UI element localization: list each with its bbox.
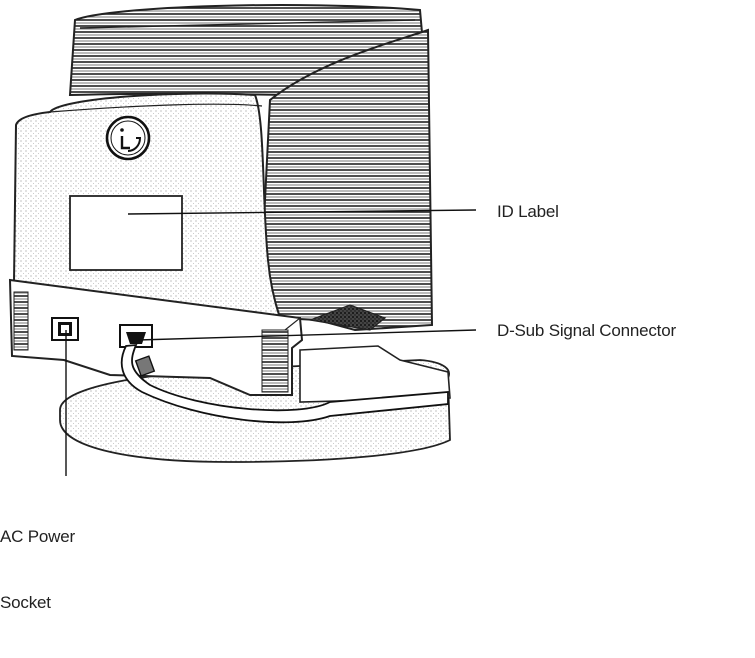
leader-lines bbox=[65, 209, 477, 476]
monitor-rear-diagram: ID Label D-Sub Signal Connector AC Power… bbox=[0, 4, 676, 612]
dsub-connector-callout: D-Sub Signal Connector bbox=[497, 321, 676, 340]
monitor-lower-chassis bbox=[8, 278, 304, 396]
ac-power-socket bbox=[51, 317, 79, 341]
lg-logo bbox=[105, 115, 151, 161]
leader-line-dsub bbox=[137, 329, 477, 341]
ac-power-callout-line2: Socket bbox=[0, 593, 51, 612]
id-label-plate bbox=[69, 195, 183, 271]
ac-power-socket-callout: AC Power Socket bbox=[0, 482, 75, 658]
dsub-signal-connector bbox=[119, 324, 449, 424]
leader-line-id-label bbox=[127, 209, 477, 215]
monitor-illustration bbox=[8, 4, 477, 476]
ac-power-callout-line1: AC Power bbox=[0, 527, 75, 546]
id-label-callout: ID Label bbox=[497, 202, 559, 221]
monitor-side-vents bbox=[260, 28, 434, 332]
